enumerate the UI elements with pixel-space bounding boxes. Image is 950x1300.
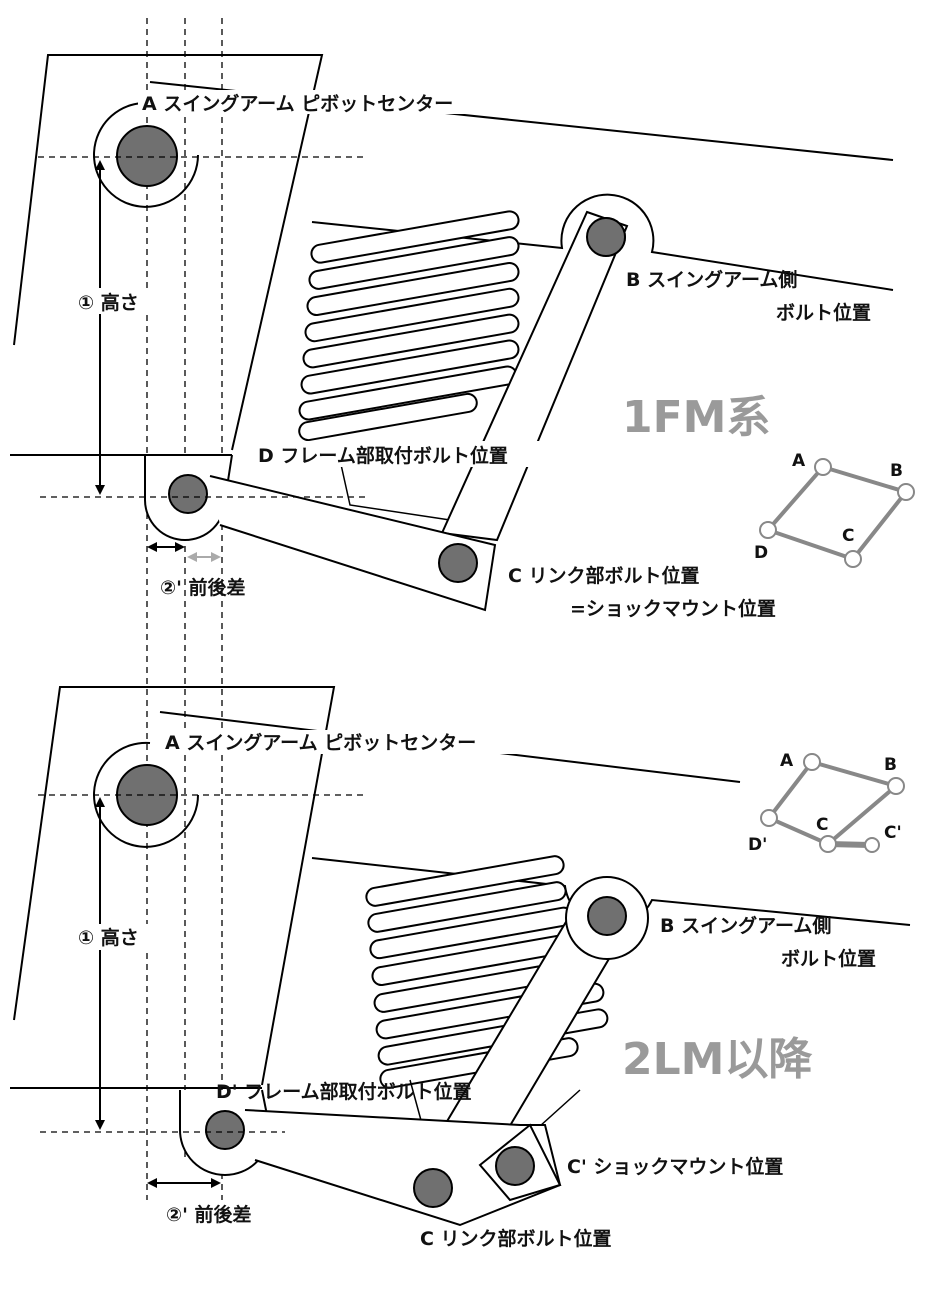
- label-height: ① 高さ: [78, 291, 139, 314]
- shock-body-lower: [339, 459, 451, 521]
- label-bolt-b-1: B スイングアーム側: [660, 914, 831, 937]
- bolt-b: [587, 896, 627, 936]
- link-lever: [209, 475, 497, 612]
- label-bolt-d-prime: D' フレーム部取付ボルト位置: [216, 1080, 472, 1103]
- shock-spring: [298, 210, 520, 442]
- bolt-d-prime: [205, 1110, 245, 1150]
- label-bolt-c-2: =ショックマウント位置: [570, 597, 776, 620]
- frame-plate: [13, 54, 324, 451]
- label-bolt-c-prime: C' ショックマウント位置: [567, 1155, 783, 1178]
- label-offset: ②' 前後差: [160, 576, 246, 599]
- svg-text:D': D': [748, 835, 767, 855]
- svg-text:C: C: [816, 815, 828, 835]
- label-bolt-c: C リンク部ボルト位置: [420, 1227, 612, 1250]
- label-bolt-c-1: C リンク部ボルト位置: [508, 564, 700, 587]
- label-offset: ②' 前後差: [166, 1203, 252, 1226]
- label-bolt-b-2: ボルト位置: [781, 947, 876, 970]
- diagram-1fm: A スイングアーム ピボットセンター B スイングアーム側 ボルト位置 ① 高さ…: [10, 54, 915, 620]
- label-bolt-b-1: B スイングアーム側: [626, 268, 797, 291]
- bolt-c: [438, 543, 478, 583]
- mini-schematic-2lm: A B C D' C': [748, 751, 905, 855]
- mini-schematic-1fm: A B C D: [754, 451, 915, 568]
- vertical-reference-lines: [146, 18, 223, 1200]
- label-pivot-a: A スイングアーム ピボットセンター: [165, 731, 476, 754]
- svg-text:B: B: [890, 461, 903, 481]
- label-height: ① 高さ: [78, 926, 139, 949]
- svg-text:D: D: [754, 543, 768, 563]
- svg-text:C': C': [884, 823, 902, 843]
- swingarm-lower-edge: [311, 193, 894, 291]
- model-label-1fm: 1FM系: [622, 392, 770, 443]
- svg-text:C: C: [842, 526, 854, 546]
- label-bolt-b-2: ボルト位置: [776, 301, 871, 324]
- bolt-c-prime: [495, 1146, 535, 1186]
- link-lever: [244, 1109, 562, 1227]
- diagram-2lm: A スイングアーム ピボットセンター B スイングアーム側 ボルト位置 ① 高さ…: [10, 686, 911, 1250]
- frame-plate: [13, 686, 336, 1086]
- label-pivot-a: A スイングアーム ピボットセンター: [142, 92, 453, 115]
- pivot-outline: [93, 101, 199, 208]
- label-bolt-d: D フレーム部取付ボルト位置: [258, 444, 508, 467]
- svg-text:B: B: [884, 755, 897, 775]
- bolt-a: [116, 125, 178, 187]
- model-label-2lm: 2LM以降: [622, 1034, 812, 1085]
- svg-text:A: A: [780, 751, 794, 771]
- pivot-outline: [93, 741, 199, 848]
- bolt-d: [168, 474, 208, 514]
- svg-text:A: A: [792, 451, 806, 471]
- bolt-c: [413, 1168, 453, 1208]
